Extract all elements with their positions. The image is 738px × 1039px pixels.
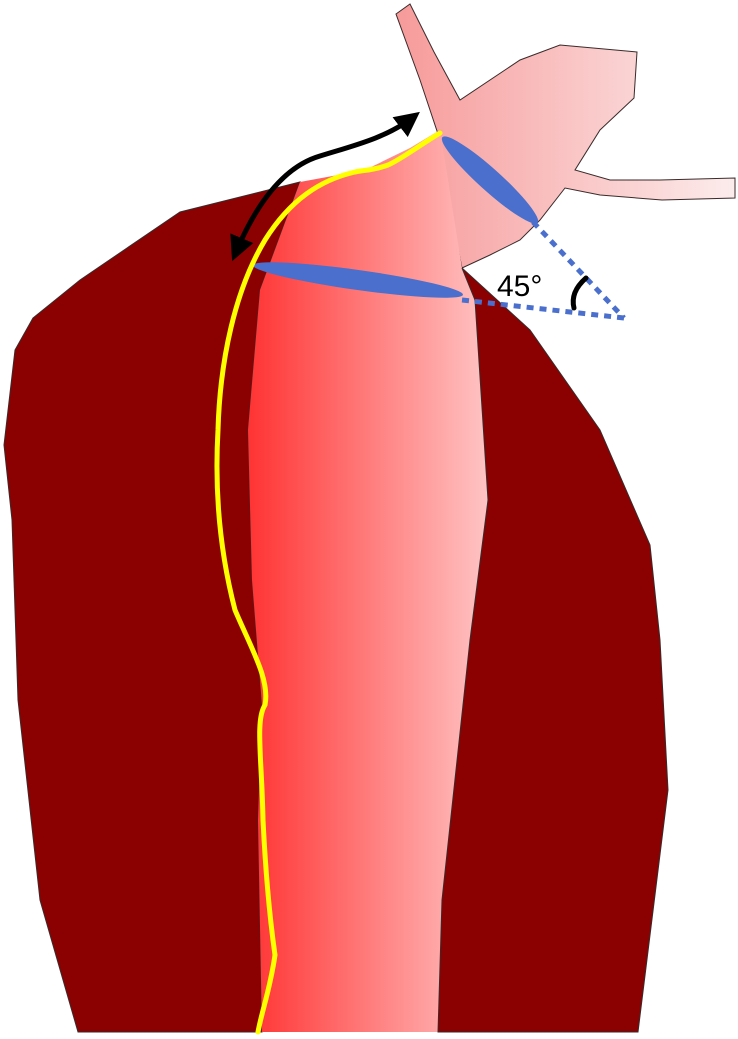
angle-label: 45° bbox=[497, 270, 542, 303]
angle-arc bbox=[573, 278, 586, 308]
dotted-line-upper bbox=[533, 222, 624, 318]
